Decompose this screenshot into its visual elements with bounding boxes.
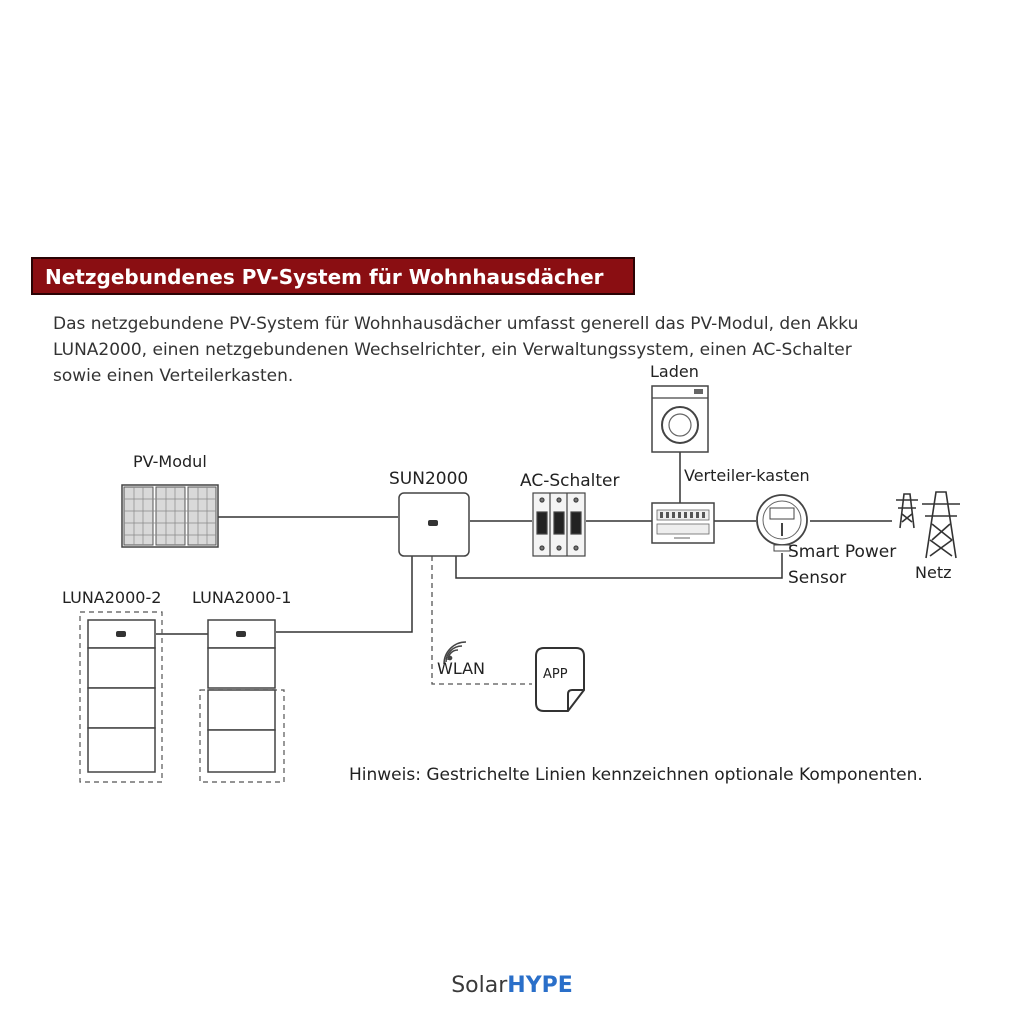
title-banner: Netzgebundenes PV-System für Wohnhausdäc… (31, 257, 635, 295)
battery-1-label: LUNA2000-1 (192, 588, 292, 607)
ac-switch-icon (532, 492, 586, 557)
brand-logo: SolarHYPE (0, 973, 1024, 998)
inverter-label: SUN2000 (389, 469, 469, 489)
battery-2-label: LUNA2000-2 (62, 588, 162, 607)
smart-power-sensor-label: Smart Power (788, 542, 897, 562)
note-text: Hinweis: Gestrichelte Linien kennzeichne… (349, 765, 923, 785)
power-sensor-icon (756, 494, 808, 552)
page-title: Netzgebundenes PV-System für Wohnhausdäc… (45, 265, 604, 289)
intro-line: Das netzgebundene PV-System für Wohnhaus… (53, 314, 859, 334)
app-label: APP (543, 667, 568, 682)
distribution-box-icon (651, 502, 715, 544)
brand-part-2: HYPE (507, 973, 573, 998)
load-label: Laden (650, 362, 699, 381)
optional-lines (431, 556, 532, 685)
battery-1-icon (199, 619, 285, 783)
grid-pylon-icon (896, 491, 960, 559)
intro-line: LUNA2000, einen netzgebundenen Wechselri… (53, 340, 852, 360)
grid-label: Netz (915, 563, 952, 582)
battery-2-icon (79, 611, 163, 783)
washing-machine-icon (651, 385, 709, 453)
distribution-box-label: Verteiler-kasten (684, 466, 810, 485)
brand-part-1: Solar (451, 973, 508, 998)
wifi-icon (443, 641, 467, 665)
smart-power-sensor-label-2: Sensor (788, 568, 847, 588)
intro-text: Das netzgebundene PV-System für Wohnhaus… (53, 311, 993, 389)
app-icon (535, 647, 585, 712)
intro-line: sowie einen Verteilerkasten. (53, 366, 294, 386)
pv-module-icon (121, 484, 219, 548)
pv-module-label: PV-Modul (133, 452, 207, 471)
ac-switch-label: AC-Schalter (520, 471, 620, 491)
inverter-icon (398, 492, 470, 557)
connection-lines (156, 452, 892, 635)
wlan-label: WLAN (437, 659, 486, 678)
